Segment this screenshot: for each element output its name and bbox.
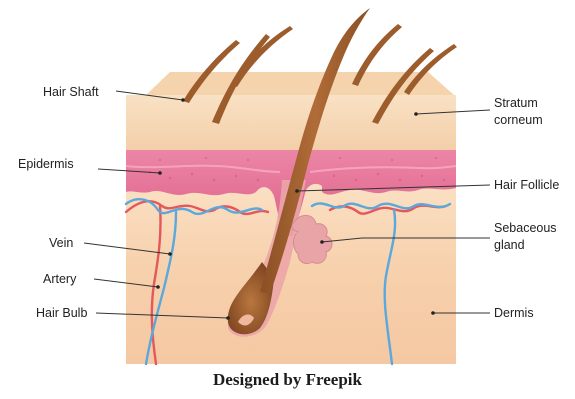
label-epidermis: Epidermis bbox=[18, 157, 74, 171]
label-stratum-corneum-line2: corneum bbox=[494, 113, 543, 127]
label-sebaceous-gland-line2: gland bbox=[494, 238, 525, 252]
label-hair-follicle: Hair Follicle bbox=[494, 178, 559, 192]
label-artery: Artery bbox=[43, 272, 77, 286]
stratum-corneum-layer bbox=[126, 95, 456, 150]
credit-caption: Designed by Freepik bbox=[0, 370, 575, 390]
label-stratum-corneum-line1: Stratum bbox=[494, 96, 538, 110]
label-dermis: Dermis bbox=[494, 306, 534, 320]
label-sebaceous-gland-line1: Sebaceous bbox=[494, 221, 557, 235]
label-hair-bulb: Hair Bulb bbox=[36, 306, 87, 320]
label-vein: Vein bbox=[49, 236, 73, 250]
label-hair-shaft: Hair Shaft bbox=[43, 85, 99, 99]
